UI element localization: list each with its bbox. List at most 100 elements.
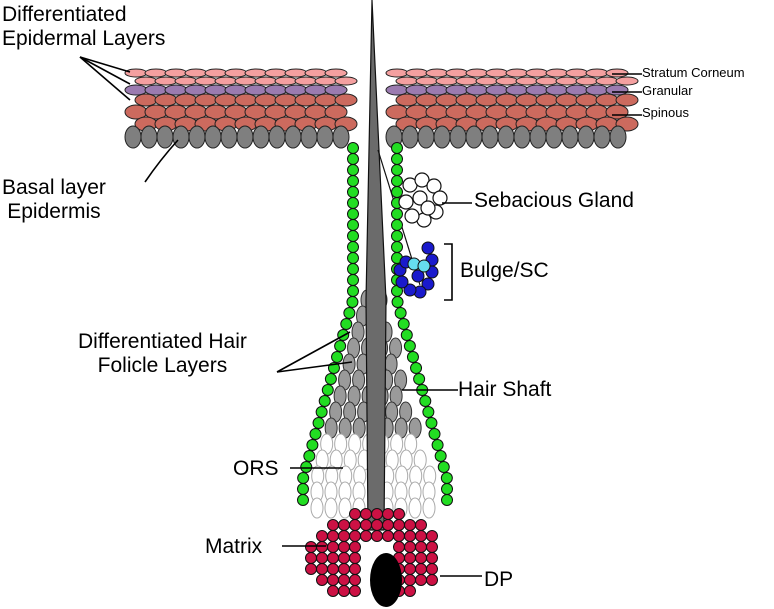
granular-cell (385, 84, 409, 96)
stratum-corneum-cell (615, 76, 639, 86)
stratum-corneum-cell (144, 68, 168, 78)
stratum-corneum-cell (555, 76, 579, 86)
label-ors: ORS (233, 457, 279, 480)
basal-cell (433, 125, 451, 149)
stratum-corneum-cell (274, 76, 298, 86)
granular-cell (505, 84, 529, 96)
stratum-corneum-cell (495, 76, 519, 86)
ors-cell (347, 230, 359, 242)
inner-layer-cell (310, 497, 324, 519)
matrix-cell (404, 552, 416, 564)
ors-cell (391, 175, 403, 187)
sebaceous-cell (420, 200, 436, 216)
matrix-cell (316, 574, 328, 586)
ors-cell (419, 395, 432, 407)
stratum-corneum-cell (465, 68, 489, 78)
matrix-cell (349, 563, 361, 575)
granular-cell (184, 84, 208, 96)
stratum-corneum-cell (164, 68, 188, 78)
basal-cell (609, 125, 627, 149)
stratum-corneum-cell (455, 76, 479, 86)
spinous-cell (274, 93, 298, 107)
matrix-cell (415, 530, 427, 542)
leader-lines (79, 56, 642, 577)
label-stratum-corneum: Stratum Corneum (642, 65, 745, 80)
ors-cell (346, 296, 359, 308)
ors-cell (297, 494, 309, 506)
granular-cell (144, 84, 168, 96)
stratum-corneum-cell (324, 68, 348, 78)
matrix-cell (393, 519, 405, 531)
stratum-corneum-cell (234, 76, 258, 86)
bracket-bulge (444, 243, 453, 301)
bulge-stem-cell (417, 259, 431, 273)
matrix-cell (360, 530, 372, 542)
matrix-cell (371, 508, 383, 520)
inner-layer-cell (422, 497, 436, 519)
bulge-stem-cell (421, 241, 435, 255)
stratum-corneum-cell (435, 76, 459, 86)
stratum-corneum-cell (284, 68, 308, 78)
bulge-stem-cell (411, 269, 425, 283)
ors-cell (347, 164, 359, 176)
label-dp: DP (484, 568, 514, 591)
spinous-cell (334, 93, 358, 107)
matrix-cell (393, 530, 405, 542)
spinous-cell (615, 93, 639, 107)
ors-cell (343, 307, 356, 319)
sebaceous-cell (426, 178, 442, 194)
basal-cell (188, 125, 206, 149)
bulge-stem-cell (421, 277, 435, 291)
basal-cell (513, 125, 531, 149)
stratum-corneum-cell (304, 68, 328, 78)
granular-cell (304, 84, 328, 96)
sebaceous-cell (414, 172, 430, 188)
stratum-corneum-cell (204, 68, 228, 78)
inner-layer-cell (408, 497, 422, 519)
granular-cell (264, 84, 288, 96)
sebaceous-cell (398, 194, 414, 210)
matrix-cell (393, 508, 405, 520)
matrix-cell (393, 541, 405, 553)
matrix-cell (426, 574, 438, 586)
granular-cell (405, 84, 429, 96)
ors-cell (315, 406, 328, 418)
matrix-cell (327, 530, 339, 542)
stratum-corneum-cell (395, 76, 419, 86)
ors-cell (347, 219, 359, 231)
granular-cell (164, 84, 188, 96)
ors-cell (347, 208, 359, 220)
ors-cell (391, 142, 403, 154)
ors-cell (440, 472, 453, 484)
stratum-corneum-cell (585, 68, 609, 78)
granular-cell (465, 84, 489, 96)
matrix-cell (404, 563, 416, 575)
ors-cell (425, 417, 438, 429)
ors-cell (434, 450, 447, 462)
matrix-cell (338, 563, 350, 575)
basal-cell (593, 125, 611, 149)
dermal-papilla (370, 553, 402, 607)
spinous-cell (515, 93, 539, 107)
matrix-cell (426, 563, 438, 575)
stratum-corneum-cell (124, 68, 148, 78)
granular-cell (445, 84, 469, 96)
label-sebaceous-gland: Sebacious Gland (474, 189, 634, 212)
stratum-corneum-cell (214, 76, 238, 86)
matrix-cell (349, 519, 361, 531)
matrix-cell (404, 519, 416, 531)
ors-cell (400, 329, 413, 341)
matrix-cell (338, 552, 350, 564)
basal-cell (172, 125, 190, 149)
ors-cell (309, 428, 322, 440)
basal-cell (529, 125, 547, 149)
matrix-cell (415, 563, 427, 575)
matrix-cell (327, 541, 339, 553)
stratum-corneum-cell (535, 76, 559, 86)
spinous-cell (455, 93, 479, 107)
granular-cell (605, 84, 629, 96)
matrix-cell (371, 530, 383, 542)
ors-cell (347, 285, 359, 297)
matrix-cell (349, 552, 361, 564)
ors-cell (428, 428, 441, 440)
